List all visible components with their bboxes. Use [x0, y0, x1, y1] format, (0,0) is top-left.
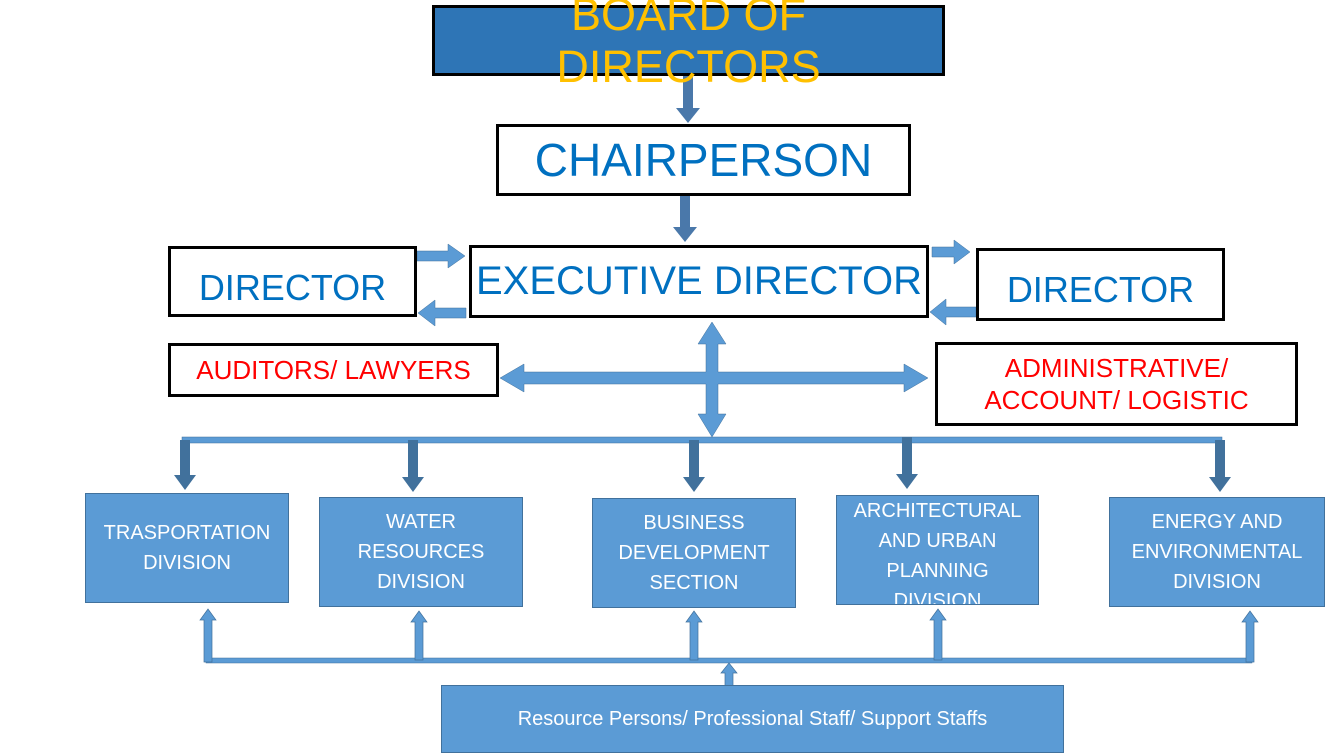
division-line: ENVIRONMENTAL — [1131, 541, 1303, 563]
division-line: DIVISION — [143, 552, 231, 574]
admin-line-1: ADMINISTRATIVE/ — [1004, 353, 1229, 383]
division-line: WATER — [386, 511, 456, 533]
arrow-chair-to-exec — [673, 195, 697, 242]
executive-director-label: EXECUTIVE DIRECTOR — [476, 259, 922, 303]
division-line: SECTION — [649, 572, 739, 594]
bottom-bracket-line — [205, 657, 1253, 664]
energy-environmental-division-box: ENERGY AND ENVIRONMENTAL DIVISION — [1109, 497, 1325, 607]
division-line: RESOURCES — [357, 541, 485, 563]
division-line: DIVISION — [893, 590, 982, 605]
division-line: DIVISION — [1173, 571, 1261, 593]
board-of-directors-box: BOARD OF DIRECTORS — [432, 0, 945, 92]
division-line: TRASPORTATION — [103, 522, 271, 544]
arrow-to-exec-right — [929, 298, 977, 326]
division-line: DIVISION — [377, 571, 465, 593]
cross-arrow — [499, 321, 929, 438]
chairperson-box: CHAIRPERSON — [496, 124, 911, 196]
director-right-label: DIRECTOR — [1006, 268, 1195, 310]
admin-line-2: ACCOUNT/ LOGISTIC — [984, 385, 1249, 415]
division-line: PLANNING — [886, 560, 989, 582]
division-line: DEVELOPMENT — [618, 542, 770, 564]
executive-director-box: EXECUTIVE DIRECTOR — [469, 245, 929, 318]
water-resources-division-box: WATER RESOURCES DIVISION — [319, 497, 523, 607]
arrow-board-to-chair — [676, 75, 700, 123]
director-right-box: DIRECTOR — [976, 248, 1225, 321]
architectural-urban-planning-division-box: ARCHITECTURAL AND URBAN PLANNING DIVISIO… — [836, 495, 1039, 605]
down-arrows — [174, 437, 1231, 492]
resource-persons-label: Resource Persons/ Professional Staff/ Su… — [517, 708, 988, 730]
division-line: AND URBAN — [878, 530, 997, 552]
arrow-to-director-right — [931, 239, 971, 265]
business-development-section-box: BUSINESS DEVELOPMENT SECTION — [592, 498, 796, 608]
chairperson-label: CHAIRPERSON — [534, 134, 873, 186]
auditors-label: AUDITORS/ LAWYERS — [196, 355, 471, 385]
division-line: BUSINESS — [643, 512, 745, 534]
top-bracket-line — [181, 436, 1223, 444]
administrative-box: ADMINISTRATIVE/ ACCOUNT/ LOGISTIC — [935, 342, 1298, 426]
arrow-to-director-left — [417, 299, 467, 327]
transportation-division-box: TRASPORTATION DIVISION — [85, 493, 289, 603]
arrow-to-exec-left — [416, 243, 466, 269]
up-arrows — [199, 608, 1259, 687]
resource-persons-box: Resource Persons/ Professional Staff/ Su… — [441, 685, 1064, 753]
division-line: ENERGY AND — [1151, 511, 1283, 533]
director-left-label: DIRECTOR — [198, 266, 387, 308]
auditors-lawyers-box: AUDITORS/ LAWYERS — [168, 343, 499, 397]
division-line: ARCHITECTURAL — [853, 500, 1022, 522]
board-label: BOARD OF DIRECTORS — [556, 0, 821, 92]
director-left-box: DIRECTOR — [168, 246, 417, 317]
